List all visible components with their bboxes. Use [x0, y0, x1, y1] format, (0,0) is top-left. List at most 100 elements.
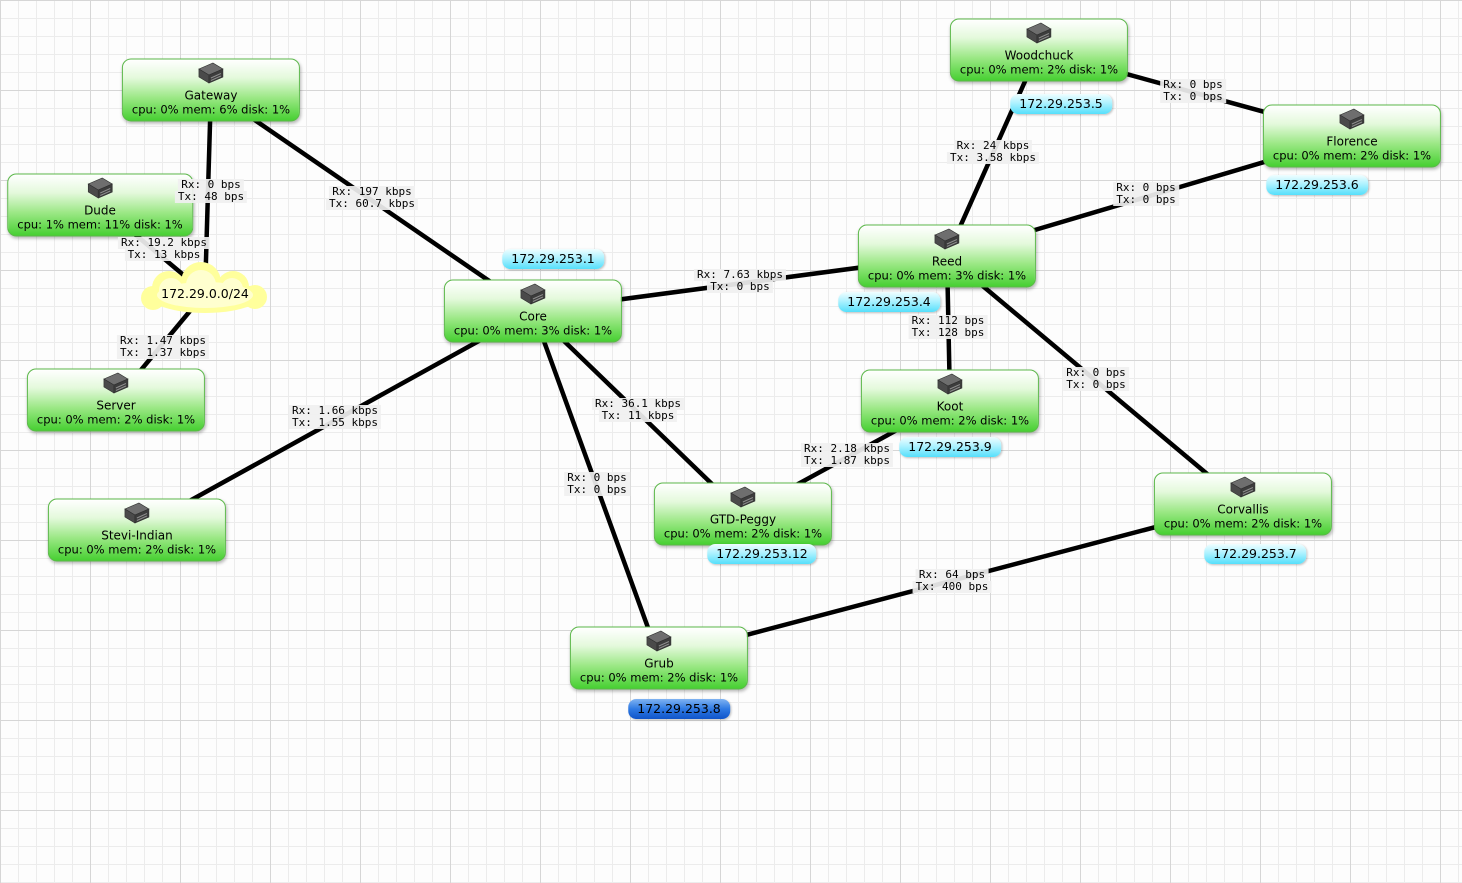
link-tx-value: Tx: 0 bps — [1063, 379, 1129, 391]
node-name: Core — [519, 309, 547, 324]
ip-label-core[interactable]: 172.29.253.1 — [502, 249, 604, 269]
link-rx-value: Rx: 1.47 kbps — [116, 335, 210, 347]
router-icon — [725, 486, 761, 509]
link-rx-value: Rx: 1.66 kbps — [288, 405, 382, 417]
link-rx-value: Rx: 24 kbps — [953, 140, 1033, 152]
cloud-label: 172.29.0.0/24 — [161, 286, 249, 301]
router-icon — [119, 502, 155, 525]
node-name: Corvallis — [1217, 502, 1269, 517]
node-stats: cpu: 0% mem: 2% disk: 1% — [1272, 148, 1432, 163]
link-rx-value: Rx: 2.18 kbps — [800, 443, 894, 455]
node-stats: cpu: 0% mem: 3% disk: 1% — [453, 323, 613, 338]
node-stats: cpu: 0% mem: 2% disk: 1% — [1163, 516, 1323, 531]
node-name: Koot — [936, 399, 964, 414]
ip-label-corvallis[interactable]: 172.29.253.7 — [1204, 544, 1306, 564]
node-stats: cpu: 0% mem: 2% disk: 1% — [870, 413, 1030, 428]
ip-label-koot[interactable]: 172.29.253.9 — [899, 437, 1001, 457]
link-tx-value: Tx: 48 bps — [174, 191, 248, 203]
router-icon — [932, 373, 968, 396]
node-name: Dude — [84, 203, 116, 218]
link-tx-value: Tx: 400 bps — [912, 581, 992, 593]
link-rx-value: Rx: 0 bps — [564, 472, 630, 484]
link-rx-value: Rx: 112 bps — [908, 315, 988, 327]
cloud-icon — [141, 262, 267, 313]
node-stats: cpu: 0% mem: 2% disk: 1% — [57, 542, 217, 557]
link-tx-value: Tx: 1.55 kbps — [288, 417, 382, 429]
ip-label-woodchuck[interactable]: 172.29.253.5 — [1010, 94, 1112, 114]
router-icon — [929, 228, 965, 251]
node-name: Stevi-Indian — [101, 528, 173, 543]
node-name: Woodchuck — [1004, 48, 1074, 63]
node-name: Gateway — [184, 88, 238, 103]
ip-label-florence[interactable]: 172.29.253.6 — [1266, 175, 1368, 195]
router-icon — [1225, 476, 1261, 499]
router-icon — [515, 283, 551, 306]
link-tx-value: Tx: 0 bps — [1160, 91, 1226, 103]
node-name: Grub — [644, 656, 674, 671]
link-tx-value: Tx: 11 kbps — [598, 410, 678, 422]
link-tx-value: Tx: 1.37 kbps — [116, 347, 210, 359]
node-stats: cpu: 1% mem: 11% disk: 1% — [17, 217, 183, 232]
link-rx-value: Rx: 197 kbps — [329, 186, 415, 198]
node-stats: cpu: 0% mem: 2% disk: 1% — [663, 526, 823, 541]
link-rx-value: Rx: 0 bps — [1113, 182, 1179, 194]
link-tx-value: Tx: 0 bps — [1113, 194, 1179, 206]
ip-label-gtd[interactable]: 172.29.253.12 — [707, 544, 817, 564]
node-name: GTD-Peggy — [709, 512, 777, 527]
router-icon — [98, 372, 134, 395]
link-rx-value: Rx: 36.1 kbps — [591, 398, 685, 410]
link-tx-value: Tx: 1.87 kbps — [800, 455, 894, 467]
link-rx-value: Rx: 19.2 kbps — [117, 237, 211, 249]
node-stats: cpu: 0% mem: 2% disk: 1% — [959, 62, 1119, 77]
link-tx-value: Tx: 0 bps — [707, 281, 773, 293]
link-tx-value: Tx: 60.7 kbps — [325, 198, 419, 210]
link-tx-value: Tx: 3.58 kbps — [946, 152, 1040, 164]
router-icon — [193, 62, 229, 85]
link-tx-value: Tx: 0 bps — [564, 484, 630, 496]
node-name: Florence — [1326, 134, 1378, 149]
node-stats: cpu: 0% mem: 2% disk: 1% — [36, 412, 196, 427]
ip-label-reed[interactable]: 172.29.253.4 — [838, 292, 940, 312]
ip-label-grub[interactable]: 172.29.253.8 — [628, 699, 730, 719]
node-stats: cpu: 0% mem: 6% disk: 1% — [131, 102, 291, 117]
router-icon — [1021, 22, 1057, 45]
node-name: Reed — [931, 254, 963, 269]
node-stats: cpu: 0% mem: 3% disk: 1% — [867, 268, 1027, 283]
router-icon — [1334, 108, 1370, 131]
link-rx-value: Rx: 0 bps — [178, 179, 244, 191]
node-stats: cpu: 0% mem: 2% disk: 1% — [579, 670, 739, 685]
router-icon — [641, 630, 677, 653]
node-name: Server — [96, 398, 136, 413]
link-rx-value: Rx: 64 bps — [915, 569, 989, 581]
network-cloud[interactable]: 172.29.0.0/24 — [137, 262, 273, 324]
link-tx-value: Tx: 13 kbps — [124, 249, 204, 261]
